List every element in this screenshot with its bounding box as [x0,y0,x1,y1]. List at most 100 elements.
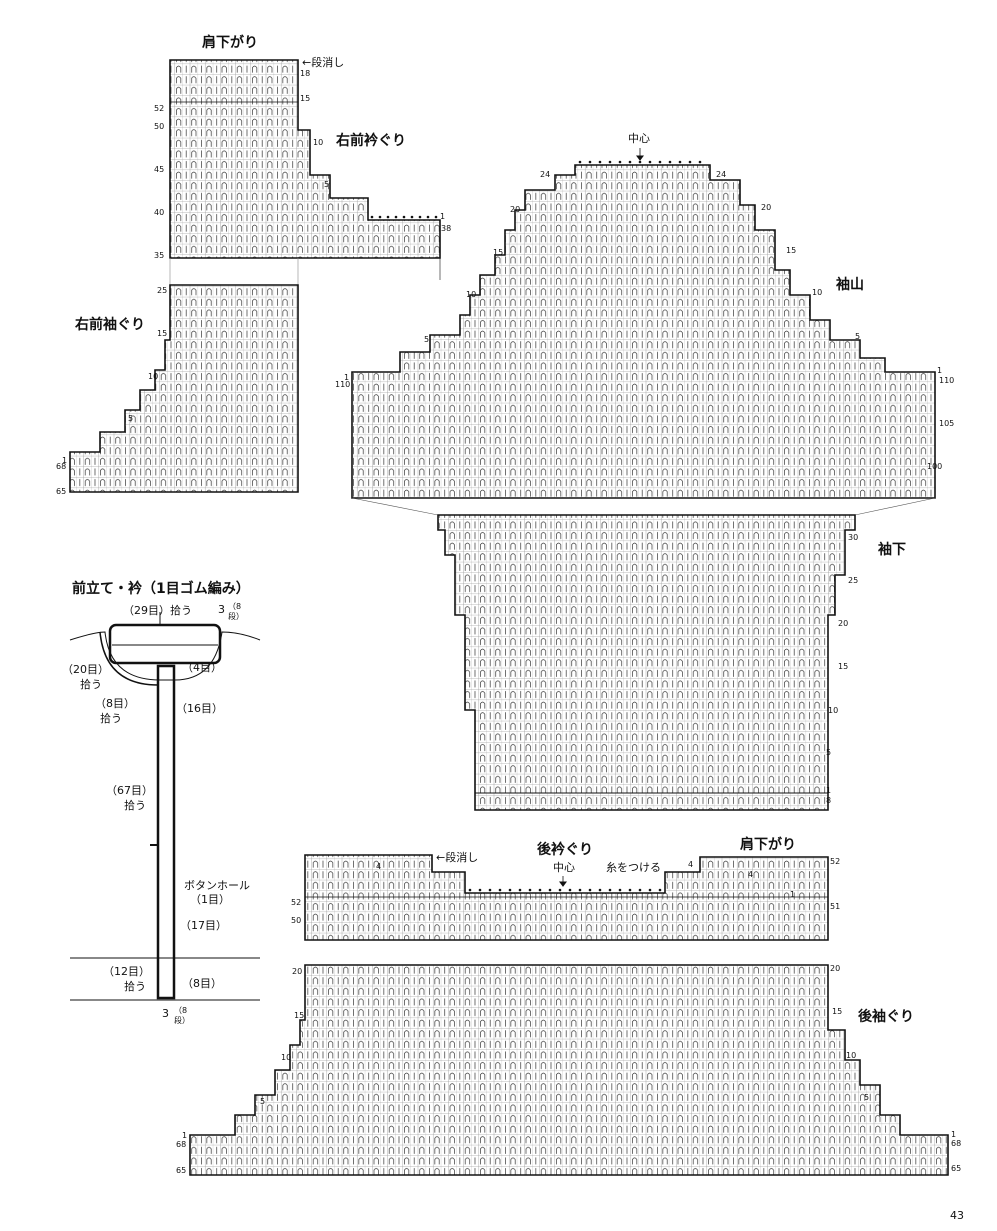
buttonhole-label: ボタンホール [184,879,250,892]
row-number: 45 [154,165,165,174]
row-number: 8 [826,796,832,805]
front-band-diagram [69,612,261,1001]
row-number: 5 [324,180,330,189]
pick-16-label: （16目） [176,702,223,715]
row-number: 15 [493,248,504,257]
row-number: 10 [828,706,839,715]
row-number: 25 [157,286,168,295]
bind-off-marks [370,160,702,892]
back-neck-label: 後衿ぐり [537,842,593,858]
right-front-armhole-chart [69,284,299,493]
row-number: 68 [176,1140,187,1149]
row-number: 65 [176,1166,187,1175]
row-number: 5 [260,1097,266,1106]
shoulder-top-label: 肩下がり [202,35,258,51]
pick-29-label: （29目）拾う [123,604,192,617]
back-chart [189,854,949,1176]
row-number: 65 [951,1164,962,1173]
row-number: 105 [939,419,955,428]
row-number: 50 [291,916,302,925]
row-number: 15 [832,1007,843,1016]
row-number: 20 [292,967,303,976]
row-number: 5 [424,335,430,344]
band-rows-top-a: 3 [218,603,225,616]
band-rows-bot-a: 3 [162,1007,169,1020]
right-front-neck-chart [169,59,441,285]
row-number: 15 [157,329,168,338]
back-armhole-label: 後袖ぐり [858,1009,914,1025]
row-number: 24 [540,170,551,179]
row-number: 5 [826,748,832,757]
row-number: 68 [951,1139,962,1148]
row-number: 5 [855,332,861,341]
sleeve-under-chart [351,497,936,811]
row-number: 1 [790,890,796,899]
pick-8b-label: 拾う [100,712,122,725]
row-number: 1 [951,1130,957,1139]
row-number: 10 [846,1051,857,1060]
row-number: 4 [688,860,694,869]
row-number: 52 [830,857,841,866]
row-number: 20 [510,205,521,214]
row-number: 20 [830,964,841,973]
row-number: 100 [927,462,943,471]
row-number: 1 [182,1131,188,1140]
pick-4-label: （4目） [182,661,222,674]
row-number: 10 [148,372,159,381]
row-number: 5 [128,414,134,423]
row-number: 1 [62,456,68,465]
row-number: 30 [848,533,859,542]
pick-8c-label: （8目） [182,977,222,990]
row-number: 40 [154,208,165,217]
front-band-title: 前立て・衿（1目ゴム編み） [72,581,250,597]
shoulder-back-label: 肩下がり [740,837,796,853]
center-arrows [559,148,644,887]
pick-67-label: （67目） [106,784,153,797]
pick-67b-label: 拾う [124,799,146,812]
row-number: 5 [864,1093,870,1102]
row-number: 51 [830,902,841,911]
row-number: 1 [826,786,832,795]
row-number: 15 [300,94,311,103]
band-rows-top-b: （8段） [228,602,244,621]
right-front-neck-label: 右前衿ぐり [336,133,406,149]
pick-12-label: （12目） [103,965,150,978]
pick-12b-label: 拾う [124,980,146,993]
row-number: 4 [748,870,754,879]
row-number: 10 [812,288,823,297]
row-number: 1 [937,366,943,375]
row-number: 68 [56,462,67,471]
pick-8-label: （8目） [95,697,135,710]
right-front-armhole-label: 右前袖ぐり [75,317,145,333]
pick-20b-label: 拾う [80,678,102,691]
row-number: 35 [154,251,165,260]
row-number: 38 [441,224,452,233]
row-number: 1 [440,212,446,221]
row-number: 10 [313,138,324,147]
back-bind-off-label: ←段消し [436,851,479,864]
row-number: 110 [939,376,955,385]
page-number: 43 [950,1209,964,1222]
row-number: 1 [344,373,350,382]
row-number: 20 [838,619,849,628]
row-number: 10 [466,290,477,299]
row-number: 15 [294,1011,305,1020]
bind-off-top-label: ←段消し [302,56,345,69]
back-center-label: 中心 [553,861,575,874]
row-number: 52 [154,104,165,113]
center-label: 中心 [628,132,650,145]
row-number: 50 [154,122,165,131]
row-number: 15 [786,246,797,255]
row-number: 24 [716,170,727,179]
sleeve-cap-label: 袖山 [836,277,864,293]
attach-yarn-label: 糸をつける [606,861,661,874]
buttonhole-b-label: （1目） [190,893,230,906]
row-number: 18 [300,69,311,78]
row-number: 15 [838,662,849,671]
row-number: 25 [848,576,859,585]
row-number: 65 [56,487,67,496]
sleeve-under-label: 袖下 [878,542,906,558]
row-number: 110 [335,380,351,389]
row-number: 4 [376,862,382,871]
row-number: 20 [761,203,772,212]
